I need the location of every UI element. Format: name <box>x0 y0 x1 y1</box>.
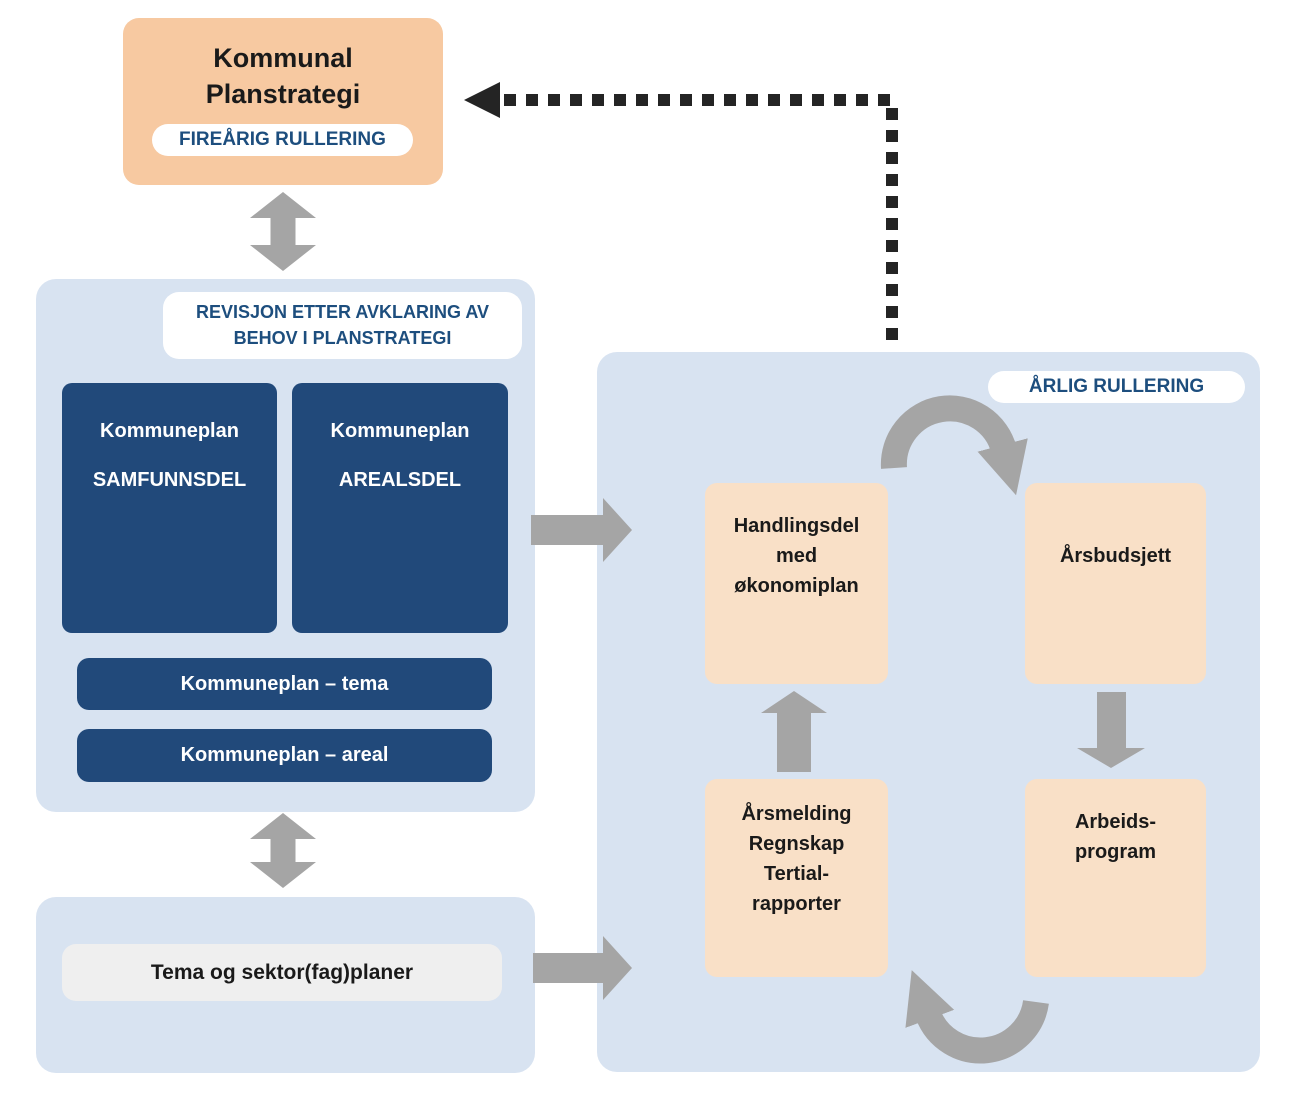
double-arrow-bottom-icon <box>250 813 316 888</box>
dashed-feedback-arrow <box>464 82 898 340</box>
kommuneplan-samfunnsdel-box: Kommuneplan SAMFUNNSDEL <box>62 383 277 633</box>
kommuneplan-tema-label: Kommuneplan – tema <box>180 672 389 695</box>
arlig-rullering-label: ÅRLIG RULLERING <box>1028 376 1205 397</box>
kommuneplan-arealsdel-box: Kommuneplan AREALSDEL <box>292 383 508 633</box>
tema-sektor-label: Tema og sektor(fag)planer <box>150 960 414 984</box>
arbeidsprogram-box: Arbeids- program <box>1025 779 1206 977</box>
arsbudsjett-box: Årsbudsjett <box>1025 483 1206 684</box>
tema-sektor-pill: Tema og sektor(fag)planer <box>62 944 502 1001</box>
kommuneplan-tema-bar: Kommuneplan – tema <box>77 658 492 710</box>
firearig-rullering-label: FIREÅRIG RULLERING <box>179 129 386 150</box>
revisjon-badge: REVISJON ETTER AVKLARING AV BEHOV I PLAN… <box>163 292 522 359</box>
arlig-rullering-badge: ÅRLIG RULLERING <box>988 371 1245 403</box>
handlingsdel-box: Handlingsdel med økonomiplan <box>705 483 888 684</box>
double-arrow-top-icon <box>250 192 316 271</box>
revisjon-label: REVISJON ETTER AVKLARING AV BEHOV I PLAN… <box>195 302 490 348</box>
arsbudsjett-label: Årsbudsjett <box>1059 545 1172 567</box>
kommuneplan-areal-bar: Kommuneplan – areal <box>77 729 492 782</box>
kommunal-planstrategi-title: Kommunal Planstrategi <box>205 43 361 110</box>
kommunal-planstrategi-box: Kommunal Planstrategi <box>123 18 443 185</box>
arsmelding-box: Årsmelding Regnskap Tertial- rapporter <box>705 779 888 977</box>
firearig-rullering-badge: FIREÅRIG RULLERING <box>152 124 413 156</box>
kommuneplan-areal-label: Kommuneplan – areal <box>180 744 389 766</box>
